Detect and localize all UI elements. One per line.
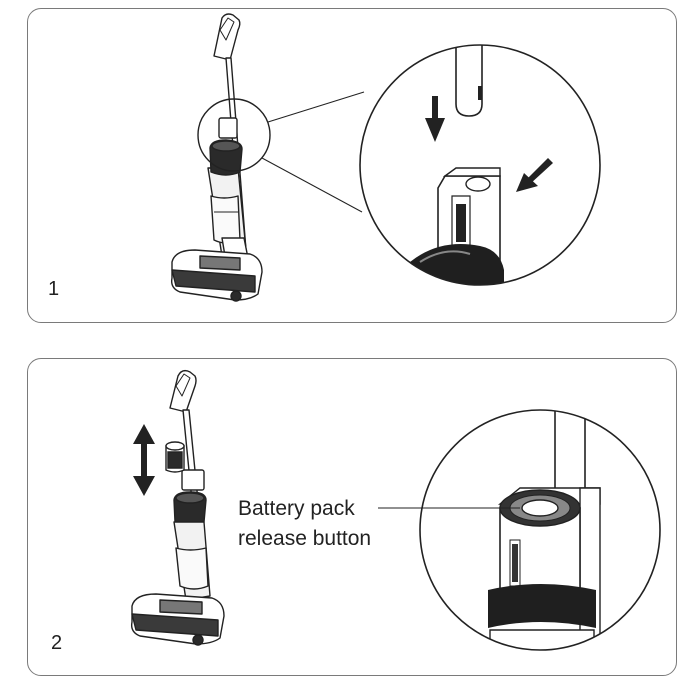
step-2-number: 2 — [51, 632, 63, 654]
zoom-view-2 — [420, 410, 660, 650]
insert-arrow-icon — [516, 158, 553, 192]
up-down-arrow-icon — [133, 424, 155, 496]
zoom-circle-icon — [197, 98, 271, 172]
zoom-view-1 — [360, 45, 600, 285]
zoom-leader-line — [267, 91, 365, 123]
battery-pack-icon — [165, 441, 185, 473]
vacuum-2-icon — [130, 369, 225, 646]
callout-line-1: Battery pack — [238, 497, 355, 520]
vacuum-1-icon — [170, 13, 263, 302]
step-1-number: 1 — [48, 278, 60, 300]
battery-release-callout: Battery pack release button — [238, 494, 371, 554]
callout-line-2: release button — [238, 527, 372, 550]
down-arrow-icon — [425, 96, 445, 142]
